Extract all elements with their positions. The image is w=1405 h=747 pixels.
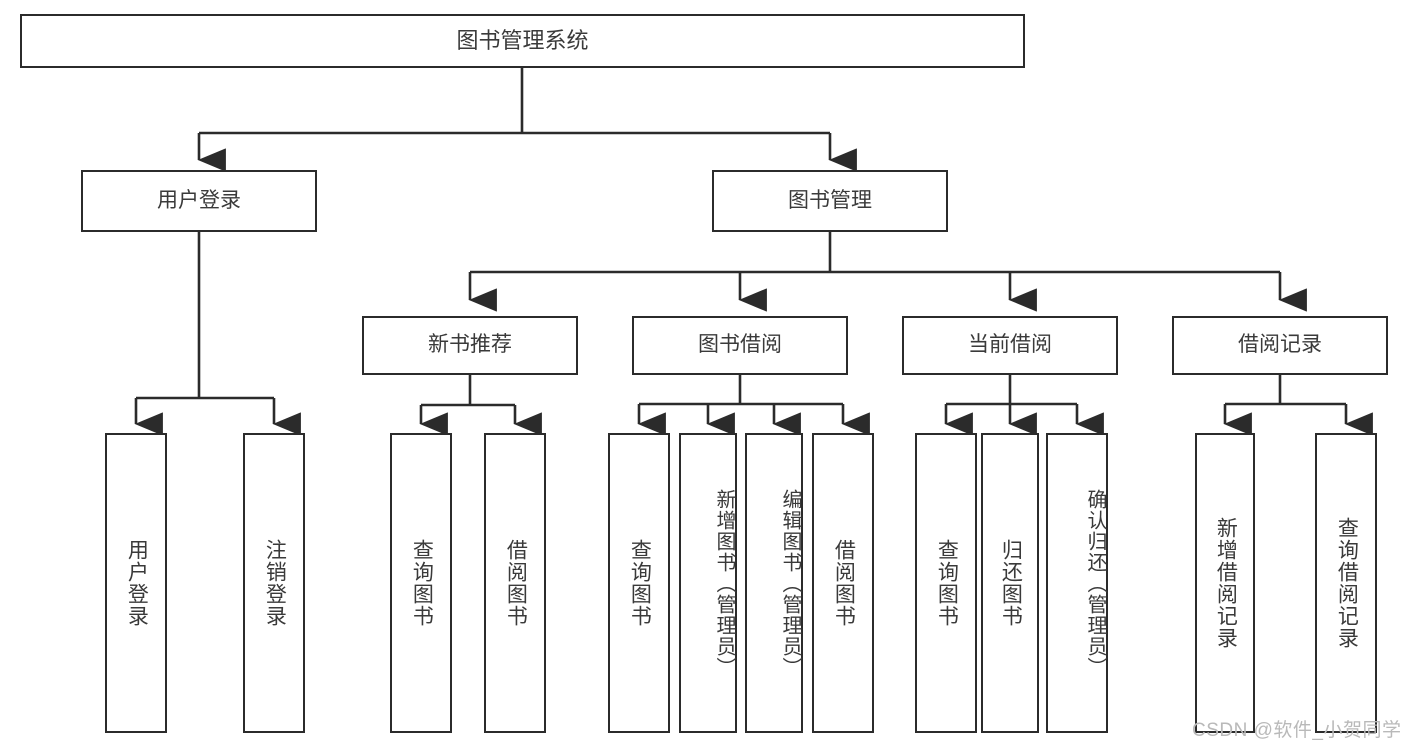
node-root[interactable]: 图书管理系统 <box>20 14 1025 68</box>
node-book-borrow[interactable]: 图书借阅 <box>632 316 848 375</box>
node-leaf-borrow-book-1[interactable]: 借阅图书 <box>484 433 546 733</box>
node-leaf-return-book[interactable]: 归还图书 <box>981 433 1039 733</box>
node-leaf-add-book[interactable]: 新增图书（管理员） <box>679 433 737 733</box>
node-leaf-edit-book-label: 编辑图书（管理员） <box>779 488 801 678</box>
node-leaf-confirm-return-label: 确认归还（管理员） <box>1084 488 1106 678</box>
node-book-manage-label: 图书管理 <box>788 188 872 212</box>
node-leaf-query-book-3-label: 查询图书 <box>935 539 959 627</box>
node-leaf-add-record-label: 新增借阅记录 <box>1214 517 1238 649</box>
node-leaf-query-book-3[interactable]: 查询图书 <box>915 433 977 733</box>
node-borrow-record[interactable]: 借阅记录 <box>1172 316 1388 375</box>
node-leaf-user-login-label: 用户登录 <box>125 539 149 627</box>
node-book-borrow-label: 图书借阅 <box>698 333 782 357</box>
node-leaf-add-record[interactable]: 新增借阅记录 <box>1195 433 1255 733</box>
node-leaf-borrow-book-2-label: 借阅图书 <box>832 539 856 627</box>
node-borrow-record-label: 借阅记录 <box>1238 333 1322 357</box>
node-leaf-logout[interactable]: 注销登录 <box>243 433 305 733</box>
node-leaf-borrow-book-2[interactable]: 借阅图书 <box>812 433 874 733</box>
node-leaf-user-login[interactable]: 用户登录 <box>105 433 167 733</box>
node-leaf-query-book-2-label: 查询图书 <box>628 539 652 627</box>
node-current-borrow-label: 当前借阅 <box>968 333 1052 357</box>
node-new-book-recommend-label: 新书推荐 <box>428 333 512 357</box>
node-book-manage[interactable]: 图书管理 <box>712 170 948 232</box>
node-leaf-query-record[interactable]: 查询借阅记录 <box>1315 433 1377 733</box>
node-root-label: 图书管理系统 <box>456 28 589 54</box>
node-leaf-query-book-2[interactable]: 查询图书 <box>608 433 670 733</box>
node-leaf-edit-book[interactable]: 编辑图书（管理员） <box>745 433 803 733</box>
node-current-borrow[interactable]: 当前借阅 <box>902 316 1118 375</box>
node-leaf-confirm-return[interactable]: 确认归还（管理员） <box>1046 433 1108 733</box>
node-leaf-query-book-1-label: 查询图书 <box>410 539 434 627</box>
node-new-book-recommend[interactable]: 新书推荐 <box>362 316 578 375</box>
csdn-watermark: CSDN @软件_小贺同学 <box>1192 720 1402 741</box>
node-leaf-return-book-label: 归还图书 <box>999 539 1023 627</box>
node-leaf-logout-label: 注销登录 <box>263 539 287 627</box>
node-user-login-label: 用户登录 <box>157 188 241 212</box>
node-leaf-add-book-label: 新增图书（管理员） <box>713 488 735 678</box>
node-leaf-query-record-label: 查询借阅记录 <box>1335 517 1359 649</box>
node-leaf-borrow-book-1-label: 借阅图书 <box>504 539 528 627</box>
node-leaf-query-book-1[interactable]: 查询图书 <box>390 433 452 733</box>
node-user-login[interactable]: 用户登录 <box>81 170 317 232</box>
